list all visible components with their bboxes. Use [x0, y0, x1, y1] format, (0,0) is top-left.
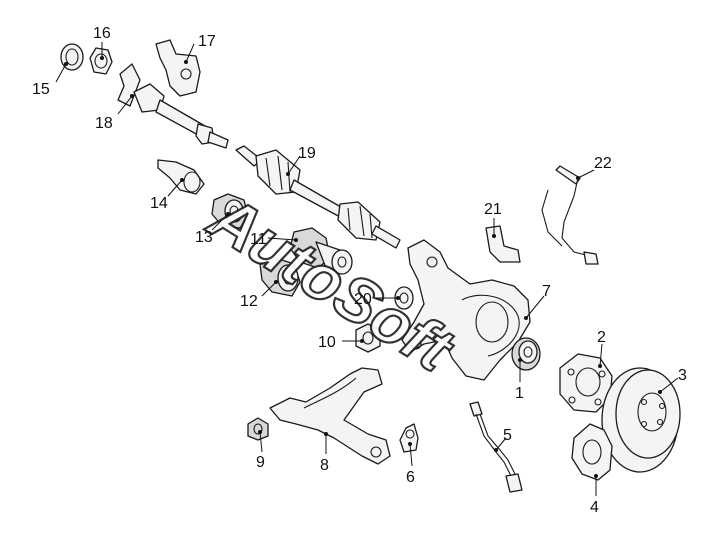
- callout-7: 7: [542, 283, 551, 300]
- callout-3: 3: [678, 367, 687, 384]
- part-13-bushing: [211, 193, 249, 229]
- callout-14: 14: [150, 195, 168, 212]
- callout-15: 15: [32, 81, 50, 98]
- callout-17: 17: [198, 33, 216, 50]
- part-11-bushing: [289, 227, 353, 275]
- callout-9: 9: [256, 454, 265, 471]
- callout-10: 10: [318, 334, 336, 351]
- callout-2: 2: [597, 329, 606, 346]
- callout-1: 1: [515, 385, 524, 402]
- part-1-bearing: [511, 337, 541, 371]
- part-10-bushing: [355, 323, 381, 353]
- part-14-boot: [157, 159, 205, 195]
- part-3-brake-disc: [601, 367, 681, 473]
- part-5-brake-hose: [469, 401, 523, 493]
- callout-22: 22: [594, 155, 612, 172]
- part-7-steering-knuckle: [401, 239, 531, 381]
- part-9-bushing: [247, 417, 269, 441]
- part-12-bushing: [259, 257, 301, 297]
- callout-5: 5: [503, 427, 512, 444]
- part-4-splash-shield: [571, 423, 613, 481]
- callout-leaders: [55, 42, 679, 496]
- part-18-drive-shaft: [117, 63, 229, 149]
- part-19-drive-shaft-assembly: [235, 145, 401, 249]
- callout-4: 4: [590, 499, 599, 516]
- callout-21: 21: [484, 201, 502, 218]
- part-21-clip: [485, 225, 521, 263]
- part-20-seal: [394, 286, 414, 310]
- part-6-ball-joint: [399, 423, 419, 453]
- callout-16: 16: [93, 25, 111, 42]
- callout-19: 19: [298, 145, 316, 162]
- part-16-nut: [89, 47, 113, 75]
- callout-8: 8: [320, 457, 329, 474]
- part-8-lower-control-arm: [269, 367, 391, 465]
- part-17-bracket: [155, 39, 201, 97]
- callout-18: 18: [95, 115, 113, 132]
- callout-20: 20: [354, 291, 372, 308]
- part-22-abs-sensor: [541, 165, 599, 265]
- callout-12: 12: [240, 293, 258, 310]
- callout-11: 11: [250, 231, 267, 248]
- callout-13: 13: [195, 229, 213, 246]
- callout-6: 6: [406, 469, 415, 486]
